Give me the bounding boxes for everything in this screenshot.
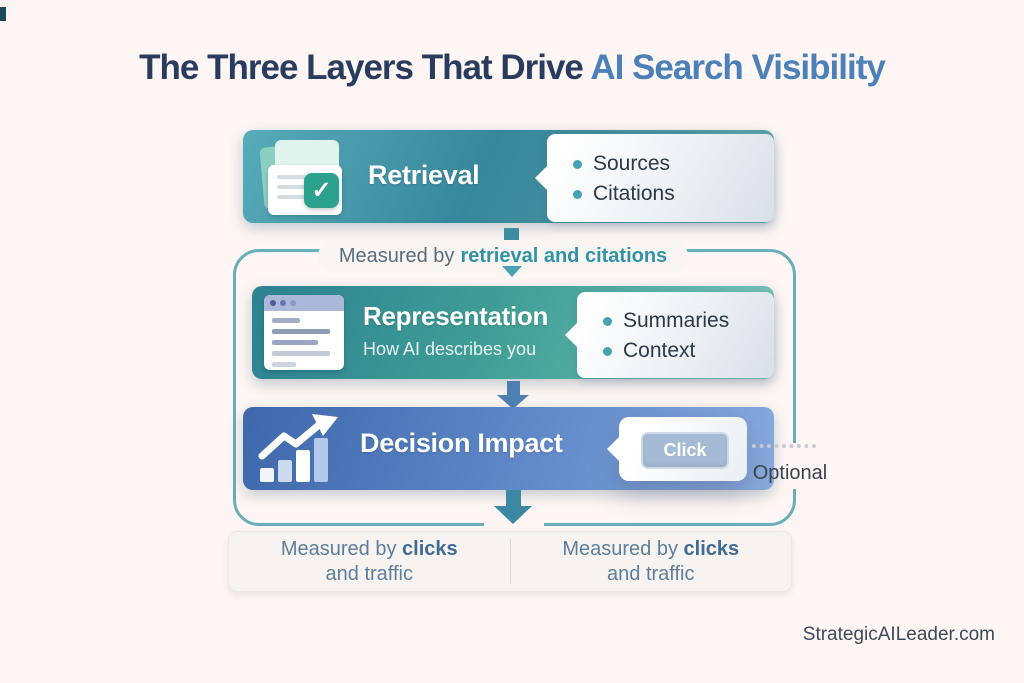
browser-dot-icon <box>290 300 296 306</box>
bullet-dot-icon <box>603 316 612 326</box>
doc-front-sheet: ✓ <box>268 165 342 215</box>
bullet-dot-icon <box>603 346 612 356</box>
bullet-label: Summaries <box>623 309 730 332</box>
browser-dot-icon <box>270 300 276 306</box>
down-arrow-stem <box>506 490 521 508</box>
clicks-bold-text: clicks <box>402 537 458 560</box>
retrieval-callout: Sources Citations <box>535 134 774 222</box>
bullet-item: Context <box>603 336 774 366</box>
chart-bar <box>296 450 310 482</box>
content-line <box>272 362 296 367</box>
content-line <box>272 351 330 356</box>
bullet-dot-icon <box>573 159 582 169</box>
documents-check-icon: ✓ <box>259 140 350 218</box>
browser-content-lines <box>264 311 344 367</box>
representation-callout: Summaries Context <box>565 292 774 378</box>
growth-chart-icon <box>258 414 342 482</box>
corner-artifact-mark <box>0 7 6 21</box>
browser-dot-icon <box>280 300 286 306</box>
bullet-label: Context <box>623 339 696 362</box>
callout-notch <box>565 322 578 348</box>
content-line <box>272 340 318 345</box>
trend-arrow-icon <box>258 414 338 460</box>
measured-by-highlight: retrieval and citations <box>460 245 668 267</box>
down-arrow-icon <box>494 506 532 524</box>
bullet-item: Citations <box>573 179 774 209</box>
title-highlight: AI Search Visibility <box>590 48 885 87</box>
bullet-item: Summaries <box>603 306 774 336</box>
dotted-connector-line <box>752 444 816 448</box>
retrieval-label: Retrieval <box>368 160 480 190</box>
content-line <box>272 318 300 323</box>
bullet-label: Citations <box>593 182 675 205</box>
chart-bar <box>314 438 328 482</box>
representation-subtitle: How AI describes you <box>363 339 537 359</box>
optional-label: Optional <box>752 462 828 484</box>
measured-clicks-right: Measured by clicks and traffic <box>511 532 792 591</box>
measured-by-text: Measured by <box>562 537 678 560</box>
callout-notch <box>535 165 548 191</box>
checkmark-icon: ✓ <box>304 173 339 208</box>
browser-window-icon <box>264 295 344 370</box>
and-traffic-text: and traffic <box>607 562 695 585</box>
border-gap <box>784 443 796 489</box>
doc-text-line <box>277 175 307 179</box>
click-callout: Click <box>607 417 747 481</box>
vertical-divider <box>509 539 511 584</box>
callout-notch <box>607 436 620 462</box>
down-arrow-icon <box>497 395 529 409</box>
page-title: The Three Layers That Drive AI Search Vi… <box>0 48 1024 88</box>
chart-bar <box>278 460 292 482</box>
bullet-dot-icon <box>573 189 582 199</box>
click-button: Click <box>641 432 729 469</box>
watermark-url: StrategicAILeader.com <box>802 624 995 645</box>
down-arrow-icon <box>502 266 522 277</box>
measured-by-text: Measured by <box>338 245 455 267</box>
decision-impact-label: Decision Impact <box>360 428 563 458</box>
title-prefix: The Three Layers That Drive <box>139 48 584 87</box>
and-traffic-text: and traffic <box>325 562 413 585</box>
doc-text-line <box>277 185 307 189</box>
bullet-label: Sources <box>593 152 671 175</box>
measured-by-text: Measured by <box>280 537 397 560</box>
measured-by-clicks-box: Measured by clicks and traffic Measured … <box>228 531 792 592</box>
doc-text-line <box>277 195 307 199</box>
connector-segment <box>504 228 519 243</box>
measured-clicks-left: Measured by clicks and traffic <box>229 532 510 591</box>
bullet-item: Sources <box>573 149 774 179</box>
content-line <box>272 329 330 334</box>
chart-bar <box>260 468 274 482</box>
down-arrow-stem <box>507 381 520 396</box>
representation-label: Representation <box>363 301 549 331</box>
browser-titlebar <box>264 295 344 311</box>
clicks-bold-text: clicks <box>683 537 740 560</box>
measured-by-retrieval-pill: Measured by retrieval and citations <box>318 240 688 273</box>
